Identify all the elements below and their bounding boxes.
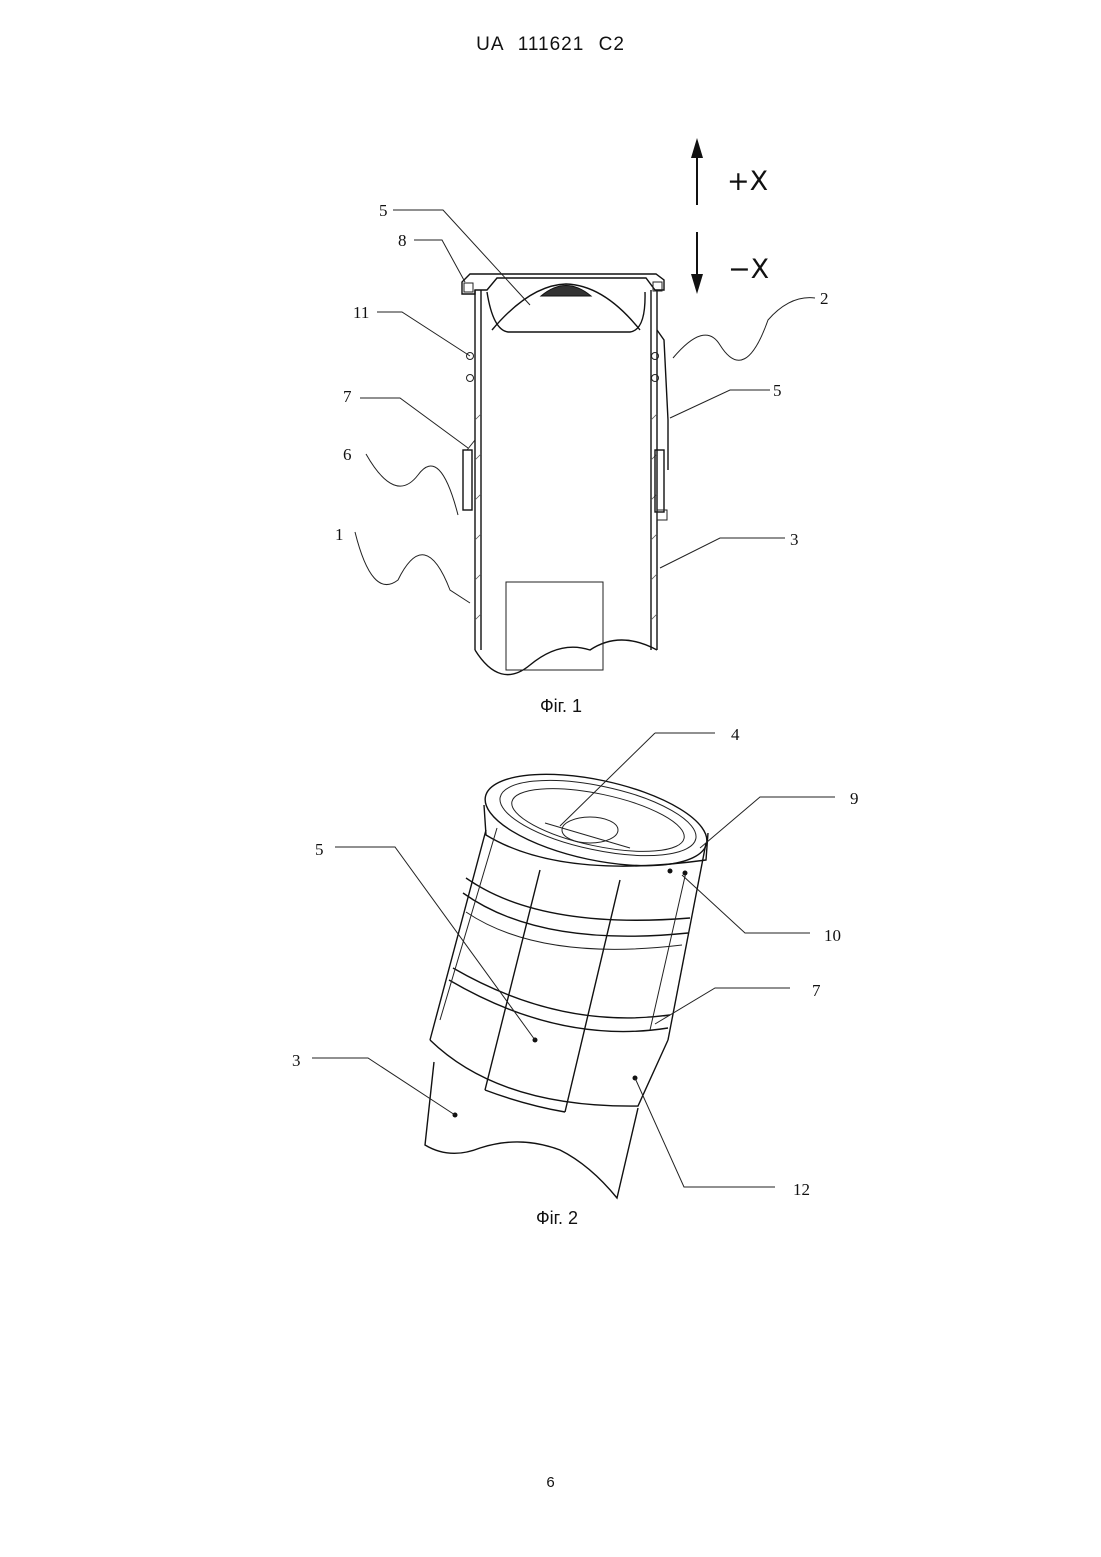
- callout-3: 3: [292, 1051, 301, 1070]
- callout-5: 5: [315, 840, 324, 859]
- callout-7: 7: [812, 981, 821, 1000]
- callout-9: 9: [850, 789, 859, 808]
- spring-strip: [485, 870, 620, 1112]
- callout-leaders-2: [312, 733, 835, 1187]
- intermediate-rings: [449, 878, 690, 1032]
- valve-dome: [545, 817, 630, 848]
- callout-10: 10: [824, 926, 841, 945]
- figure-2-caption: Фіг. 2: [457, 1208, 657, 1229]
- lower-tube: [425, 1062, 638, 1198]
- callout-12: 12: [793, 1180, 810, 1199]
- page-number: 6: [0, 1474, 1101, 1491]
- callout-4: 4: [731, 725, 740, 744]
- top-ring: [477, 757, 715, 882]
